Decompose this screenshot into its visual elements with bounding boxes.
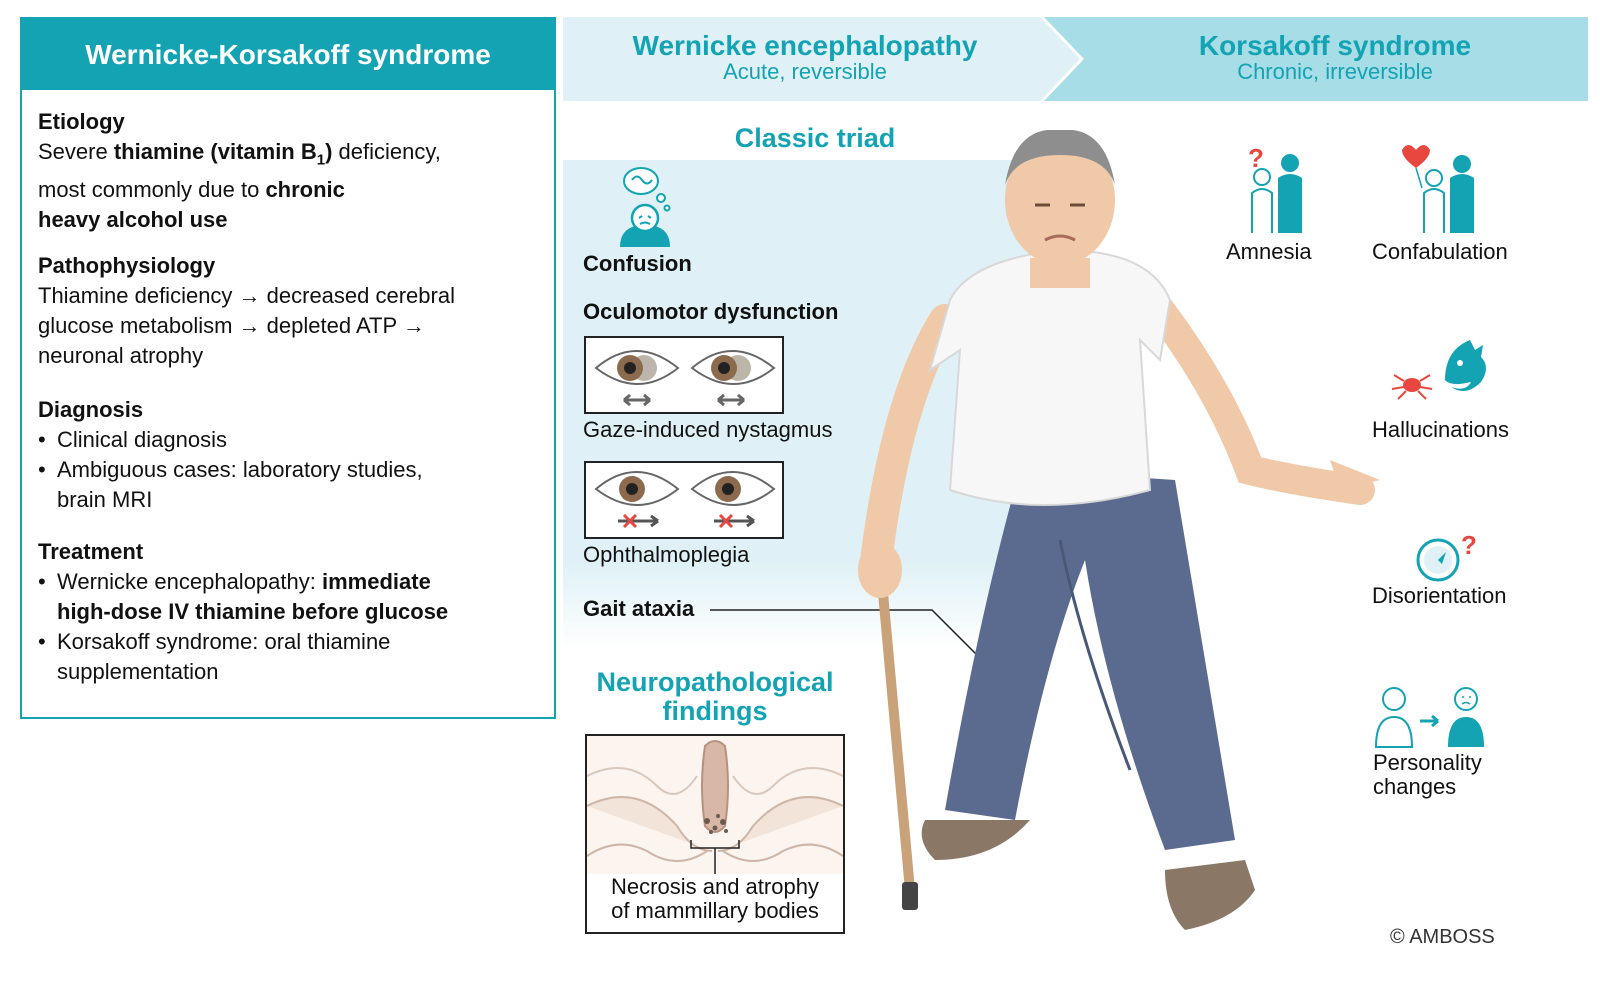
diagnosis-item-1: Clinical diagnosis	[38, 425, 538, 455]
confabulation-label: Confabulation	[1372, 239, 1508, 264]
svg-text:?: ?	[1461, 532, 1477, 560]
triad-title: Classic triad	[734, 123, 896, 153]
wernicke-title: Wernicke encephalopathy	[632, 30, 978, 61]
treatment-item-2: Korsakoff syndrome: oral thiamine supple…	[38, 627, 457, 687]
treatment-item-1: Wernicke encephalopathy: immediate high-…	[38, 567, 487, 627]
mammillary-box: Necrosis and atrophy of mammillary bodie…	[585, 734, 845, 934]
personality-line-1: Personality	[1373, 750, 1482, 775]
etiology-section: Etiology Severe thiamine (vitamin B1) de…	[38, 107, 538, 235]
elderly-man-illustration	[858, 130, 1380, 930]
compass-question-icon: ?	[1416, 532, 1477, 582]
confusion-label: Confusion	[583, 251, 692, 276]
oculomotor-label: Oculomotor dysfunction	[583, 299, 839, 324]
cane	[875, 555, 915, 895]
confused-person-icon	[620, 167, 671, 247]
diagnosis-section: Diagnosis Clinical diagnosis Ambiguous c…	[38, 395, 538, 515]
mammillary-caption: Necrosis and atrophy of mammillary bodie…	[587, 875, 843, 923]
gait-ataxia-label: Gait ataxia	[583, 596, 695, 621]
etiology-t2: deficiency,	[332, 139, 441, 164]
wernicke-heading: Wernicke encephalopathy Acute, reversibl…	[570, 31, 1040, 83]
etiology-t3: most commonly due to	[38, 177, 266, 203]
ophthalmoplegia-box	[584, 461, 784, 539]
personality-label: Personality changes	[1373, 751, 1482, 799]
etiology-text: Severe thiamine (vitamin B1) deficiency,…	[38, 137, 538, 235]
treatment-item-1-bold: immediate high-dose IV thiamine before g…	[57, 569, 449, 624]
summary-title: Wernicke-Korsakoff syndrome	[22, 19, 554, 90]
etiology-sub: 1	[316, 151, 326, 169]
pathophysiology-line-1: Thiamine deficiency → decreased cerebral	[38, 283, 455, 308]
etiology-t1: Severe	[38, 139, 114, 164]
pathophysiology-line-3: neuronal atrophy	[38, 343, 204, 368]
neuro-title-line-1: Neuropathological	[596, 667, 834, 697]
wernicke-banner	[563, 17, 1083, 101]
amnesia-icon: ?	[1248, 145, 1302, 233]
pathophysiology-line-2: glucose metabolism → depleted ATP →	[38, 313, 425, 338]
neuro-title: Neuropathological findings	[580, 668, 850, 726]
hallucinations-label: Hallucinations	[1372, 417, 1509, 442]
treatment-item-1-plain: Wernicke encephalopathy:	[57, 569, 322, 594]
confabulation-icon	[1402, 145, 1474, 233]
amnesia-label: Amnesia	[1226, 239, 1312, 264]
nystagmus-box	[584, 336, 784, 414]
etiology-b1: thiamine (vitamin B	[113, 139, 317, 164]
etiology-b3: chronic	[265, 177, 345, 203]
personality-line-2: changes	[1373, 774, 1457, 799]
svg-text:?: ?	[1248, 145, 1264, 173]
etiology-heading: Etiology	[38, 109, 125, 134]
mammillary-caption-line-2: of mammillary bodies	[611, 898, 819, 923]
diagnosis-heading: Diagnosis	[38, 397, 144, 422]
disorientation-label: Disorientation	[1372, 583, 1507, 608]
korsakoff-title: Korsakoff syndrome	[1198, 30, 1472, 61]
etiology-b4: heavy alcohol use	[38, 207, 228, 233]
treatment-section: Treatment Wernicke encephalopathy: immed…	[38, 537, 538, 687]
ophthalmoplegia-eyes-icon	[594, 471, 776, 529]
brain-section-icon	[586, 736, 844, 874]
diagnosis-item-2: Ambiguous cases: laboratory studies, bra…	[38, 455, 477, 515]
pathophysiology-section: Pathophysiology Thiamine deficiency → de…	[38, 251, 538, 371]
korsakoff-banner	[1044, 17, 1588, 101]
banner-arrow	[1040, 17, 1084, 101]
hallucination-spider-monster-icon	[1391, 340, 1486, 400]
ophthalmoplegia-label: Ophthalmoplegia	[583, 542, 750, 567]
wernicke-subtitle: Acute, reversible	[723, 59, 887, 84]
korsakoff-heading: Korsakoff syndrome Chronic, irreversible	[1090, 31, 1580, 83]
personality-change-icon	[1374, 687, 1484, 748]
nystagmus-label: Gaze-induced nystagmus	[583, 417, 833, 442]
copyright: © AMBOSS	[1390, 926, 1495, 948]
treatment-heading: Treatment	[38, 539, 144, 564]
etiology-b2: )	[325, 139, 333, 164]
neuro-title-line-2: findings	[662, 696, 768, 726]
pathophysiology-heading: Pathophysiology	[38, 253, 216, 278]
korsakoff-subtitle: Chronic, irreversible	[1237, 59, 1433, 84]
summary-panel: Wernicke-Korsakoff syndrome Etiology Sev…	[20, 17, 556, 719]
mammillary-caption-line-1: Necrosis and atrophy	[611, 874, 819, 899]
nystagmus-eyes-icon	[594, 350, 776, 407]
